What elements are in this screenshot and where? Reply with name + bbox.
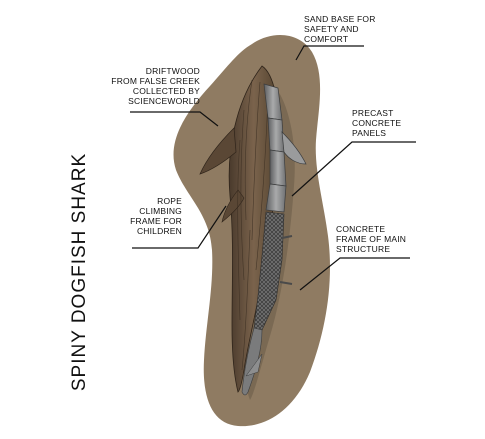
left-fin xyxy=(199,127,237,175)
sand-base-callout-line xyxy=(295,45,364,61)
rope-callout-line xyxy=(132,205,227,249)
label-precast-panels: PRECAST CONCRETE PANELS xyxy=(352,108,402,138)
right-fin xyxy=(281,131,307,165)
concrete-panels xyxy=(263,83,287,213)
label-sand-base: SAND BASE FOR SAFETY AND COMFORT xyxy=(304,14,376,44)
driftwood-callout-line xyxy=(130,111,219,127)
label-concrete-frame: CONCRETE FRAME OF MAIN STRUCTURE xyxy=(336,224,407,254)
shark-tail xyxy=(241,327,263,396)
label-rope-frame: ROPE CLIMBING FRAME FOR CHILDREN xyxy=(130,196,182,236)
concrete-frame-callout-line xyxy=(299,257,410,291)
precast-callout-line xyxy=(291,141,416,197)
label-driftwood: DRIFTWOOD FROM FALSE CREEK COLLECTED BY … xyxy=(111,66,200,106)
diagram-title: SPINY DOGFISH SHARK xyxy=(69,152,90,392)
